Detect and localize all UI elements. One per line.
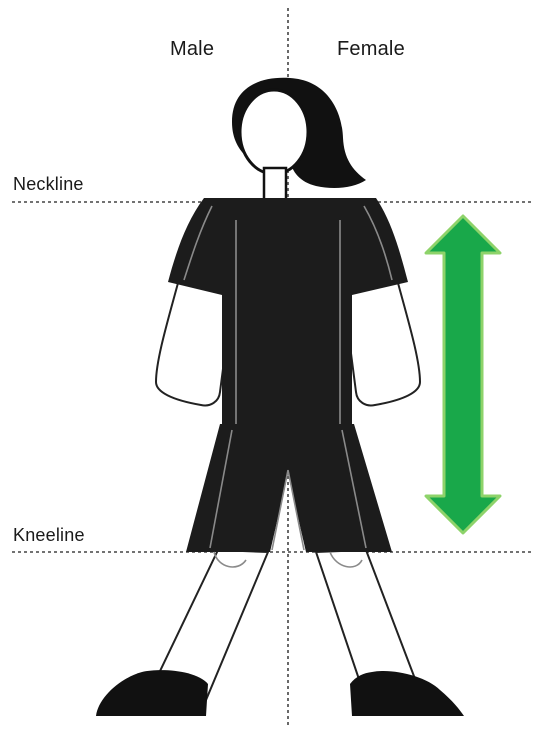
female-label: Female	[337, 38, 405, 61]
right-shoe-shape	[350, 671, 464, 716]
kneeline-label: Kneeline	[13, 525, 85, 546]
neckline-label: Neckline	[13, 174, 84, 195]
male-label: Male	[170, 38, 214, 61]
head-shape	[240, 90, 308, 174]
shorts-shape	[186, 424, 392, 552]
left-shoe-shape	[96, 670, 208, 716]
coverage-range-arrow	[426, 216, 500, 533]
